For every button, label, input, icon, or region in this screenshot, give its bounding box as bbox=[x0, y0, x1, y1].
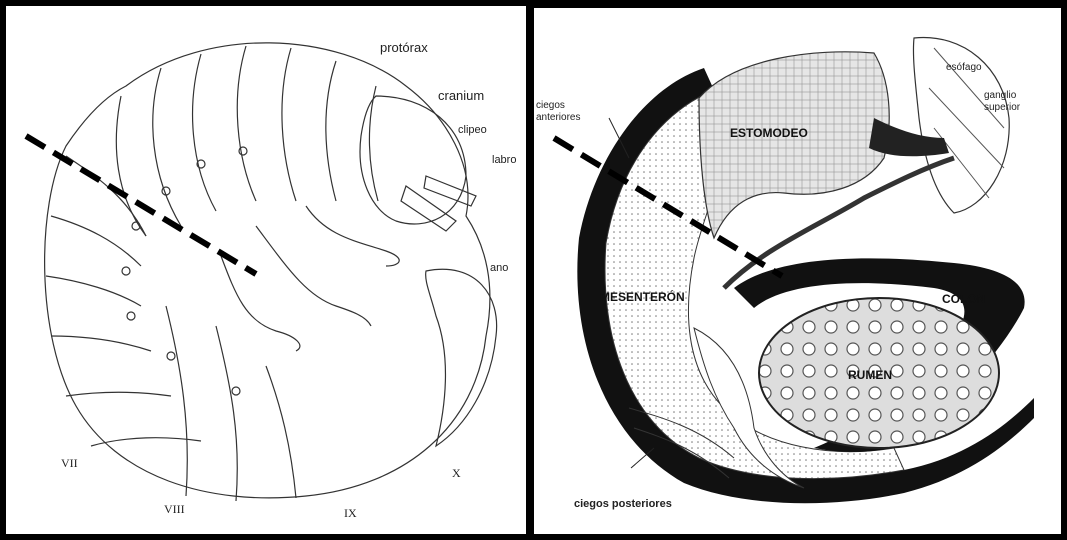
label-ganglio: ganglio bbox=[984, 90, 1016, 101]
label-rumen: RUMEN bbox=[848, 368, 892, 382]
label-ciegos-posteriores: ciegos posteriores bbox=[574, 498, 672, 510]
label-ano: ano bbox=[490, 262, 508, 274]
label-esofago: esófago bbox=[946, 62, 982, 73]
anal-region bbox=[426, 269, 497, 446]
label-superior: superior bbox=[984, 102, 1020, 113]
label-labro: labro bbox=[492, 154, 516, 166]
head-capsule bbox=[360, 96, 466, 224]
larva-internal-drawing bbox=[534, 8, 1061, 532]
label-ciegos-anteriores-1: ciegos bbox=[536, 100, 565, 111]
larva-external-panel: protórax cranium clipeo labro ano VII VI… bbox=[0, 0, 530, 540]
label-segment-viii: VIII bbox=[164, 502, 185, 517]
label-ciegos-anteriores-2: anteriores bbox=[536, 112, 580, 123]
label-segment-ix: IX bbox=[344, 506, 357, 521]
label-colon: COLON bbox=[942, 292, 985, 306]
larva-external-drawing bbox=[6, 6, 526, 534]
label-cranium: cranium bbox=[438, 88, 484, 103]
label-protorax: protórax bbox=[380, 40, 428, 55]
label-clipeo: clipeo bbox=[458, 124, 487, 136]
label-estomodeo: ESTOMODEO bbox=[730, 126, 808, 140]
label-mesenteron: MESENTERÓN bbox=[600, 290, 685, 304]
larva-body-outline bbox=[45, 43, 490, 498]
label-segment-x: X bbox=[452, 466, 461, 481]
section-cut-line bbox=[26, 136, 256, 274]
label-segment-vii: VII bbox=[61, 456, 78, 471]
estomodeo bbox=[699, 52, 889, 238]
larva-internal-panel: esófago ganglio superior ciegos anterior… bbox=[530, 0, 1067, 540]
